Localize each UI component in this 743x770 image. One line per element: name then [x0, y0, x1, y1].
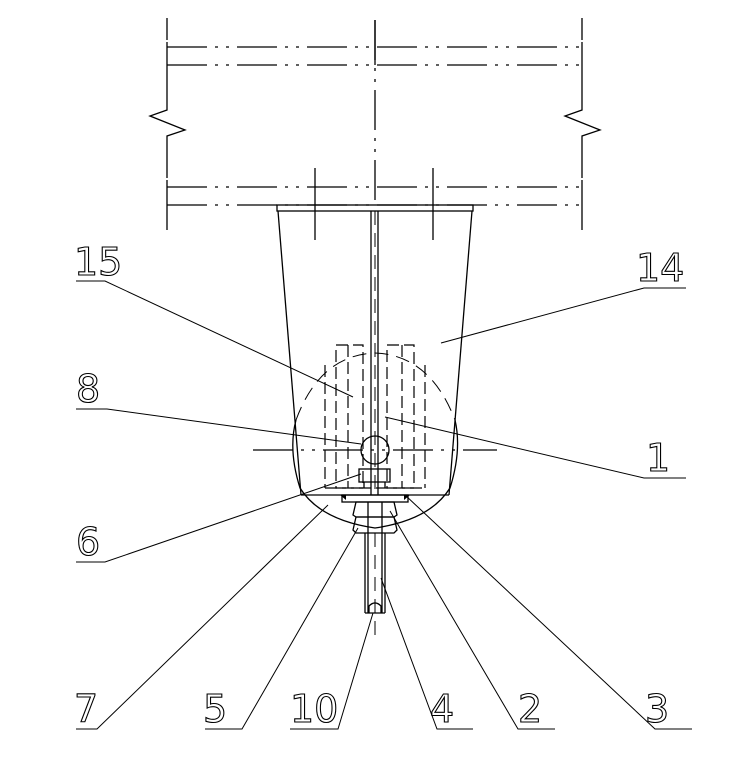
weld-left	[340, 495, 346, 500]
cotter-pin	[368, 602, 382, 613]
plate-right-outer	[386, 344, 415, 489]
callout-1: 1	[646, 436, 670, 480]
leader-3	[404, 494, 692, 730]
wheel-lower-arc	[292, 419, 459, 529]
leader-10	[290, 612, 374, 730]
callout-6: 6	[76, 520, 100, 564]
wheel-upper-arc-dashed	[295, 352, 456, 421]
beam	[148, 18, 602, 240]
leader-lines	[76, 280, 692, 730]
leader-14	[440, 287, 686, 344]
bracket-right-side	[448, 210, 473, 496]
callout-2: 2	[518, 687, 542, 731]
bracket-left-side	[277, 210, 302, 496]
leader-7	[76, 504, 329, 730]
base-plate	[341, 494, 409, 503]
threaded-rod	[364, 533, 386, 640]
nut-upper	[352, 501, 398, 518]
beam-left-edge	[148, 18, 187, 230]
callout-3: 3	[645, 687, 669, 731]
leader-15	[76, 280, 354, 398]
pin-ball	[360, 435, 390, 465]
leader-2	[389, 510, 555, 730]
wheel-outline	[253, 352, 497, 529]
callout-8: 8	[76, 367, 100, 411]
plate-left-outer	[335, 344, 364, 489]
callout-15: 15	[74, 240, 122, 284]
leader-1	[384, 416, 686, 479]
callout-5: 5	[203, 687, 227, 731]
callout-14: 14	[636, 246, 684, 290]
callout-10: 10	[290, 687, 338, 731]
callout-7: 7	[74, 687, 98, 731]
callout-labels: 15 14 8 1 6 7 5 10 4 2 3	[73, 239, 684, 731]
hex-nuts	[352, 501, 398, 534]
bracket	[276, 204, 474, 496]
beam-right-edge	[563, 18, 602, 230]
washer	[358, 468, 391, 483]
bracket-top-plate	[276, 204, 474, 212]
leader-5	[205, 527, 359, 730]
leader-6	[76, 473, 362, 563]
leader-4	[380, 577, 473, 730]
callout-4: 4	[430, 687, 454, 731]
leader-8	[76, 408, 362, 445]
